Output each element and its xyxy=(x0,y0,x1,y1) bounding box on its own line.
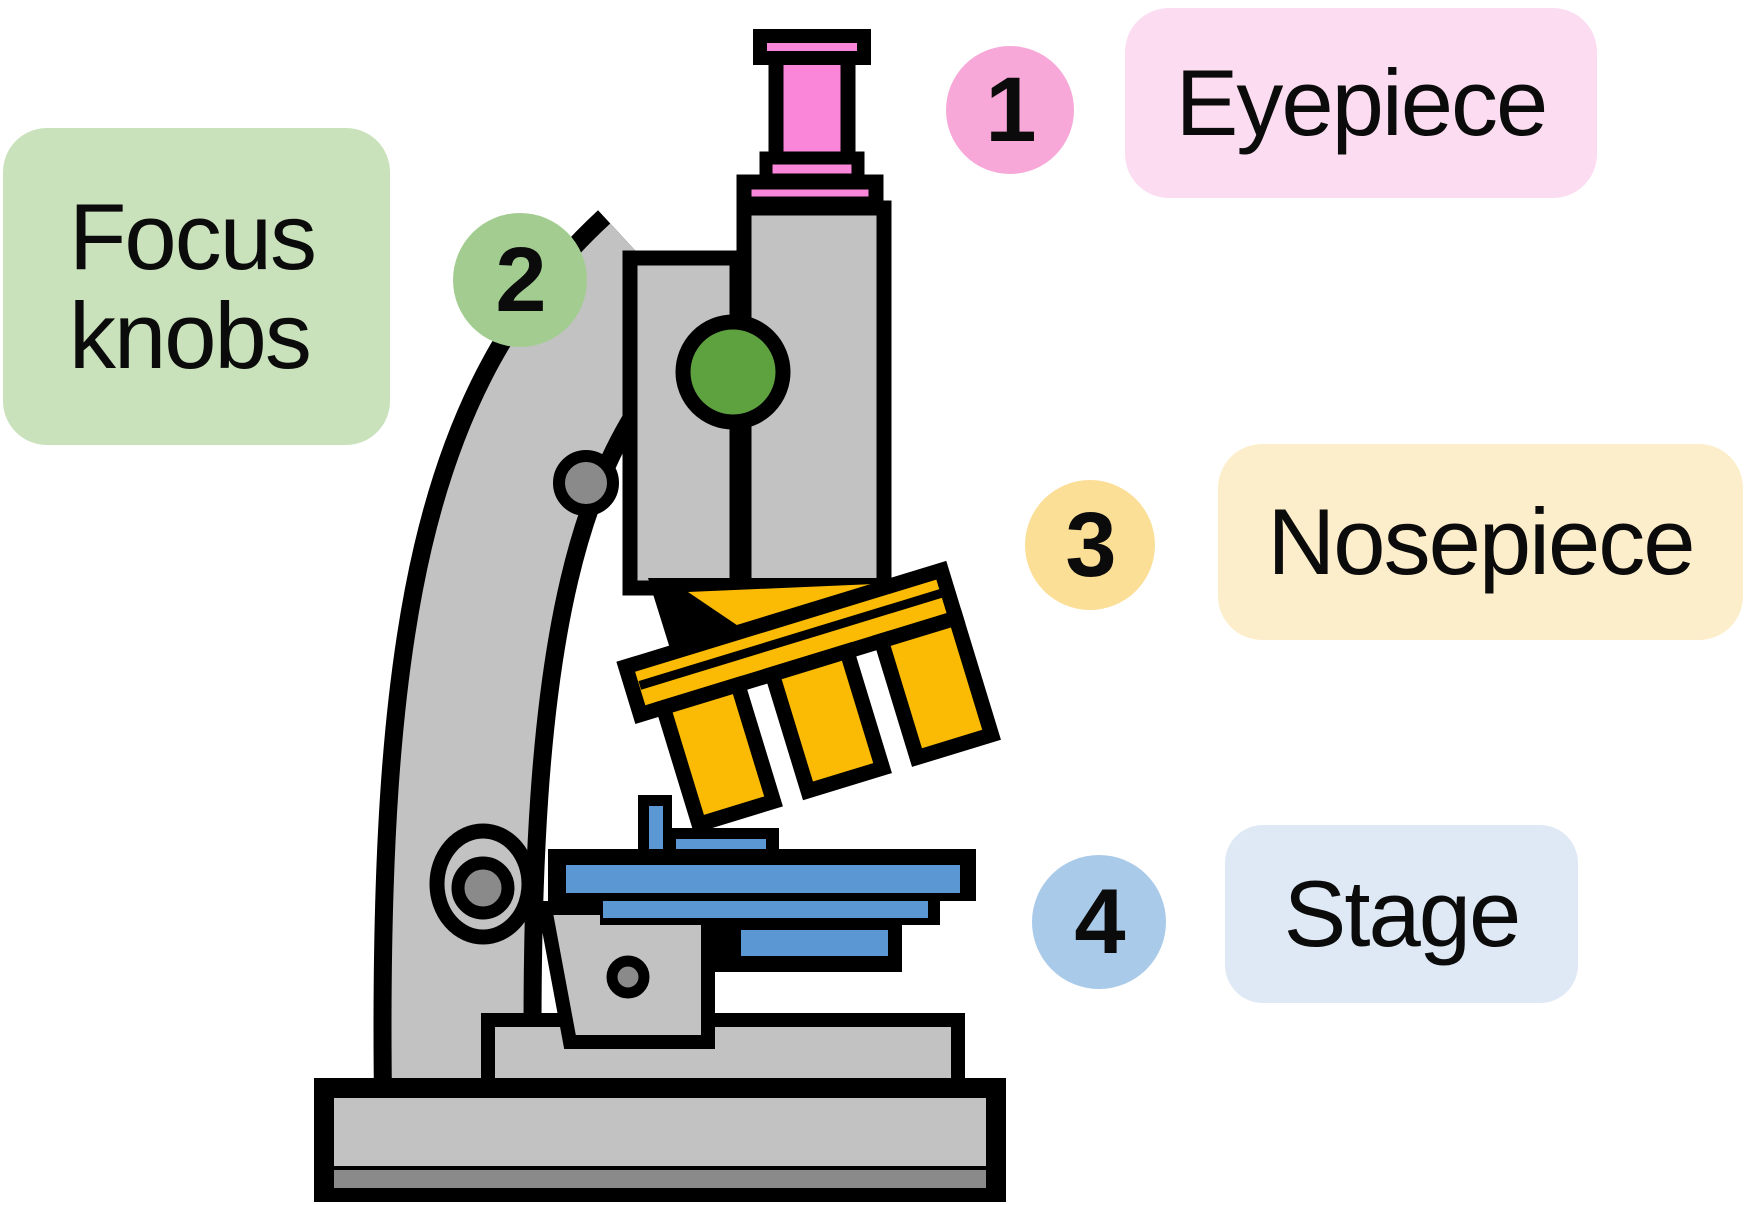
part-label-stage: Stage xyxy=(1225,825,1578,1003)
eyepiece-shape xyxy=(736,29,884,212)
nosepiece-shape xyxy=(616,560,1001,834)
base-shape xyxy=(314,1078,1006,1202)
arm-knob-shape xyxy=(553,450,619,516)
part-label-nosepiece: Nosepiece xyxy=(1218,444,1743,640)
part-number-badge-stage: 4 xyxy=(1032,855,1166,989)
part-number-badge-nosepiece: 3 xyxy=(1025,480,1155,610)
part-label-eyepiece: Eyepiece xyxy=(1125,8,1597,198)
part-number-badge-focus-knobs: 2 xyxy=(453,213,587,347)
part-label-focus-knobs-text: Focus knobs xyxy=(69,183,317,388)
part-label-focus-knobs: Focus knobs xyxy=(3,128,390,445)
focus-knob-shape xyxy=(675,314,791,430)
part-number-badge-eyepiece: 1 xyxy=(946,46,1074,174)
stage-shape xyxy=(548,795,976,972)
hinge-shape xyxy=(429,823,537,945)
bracket-screw-shape xyxy=(606,955,650,999)
